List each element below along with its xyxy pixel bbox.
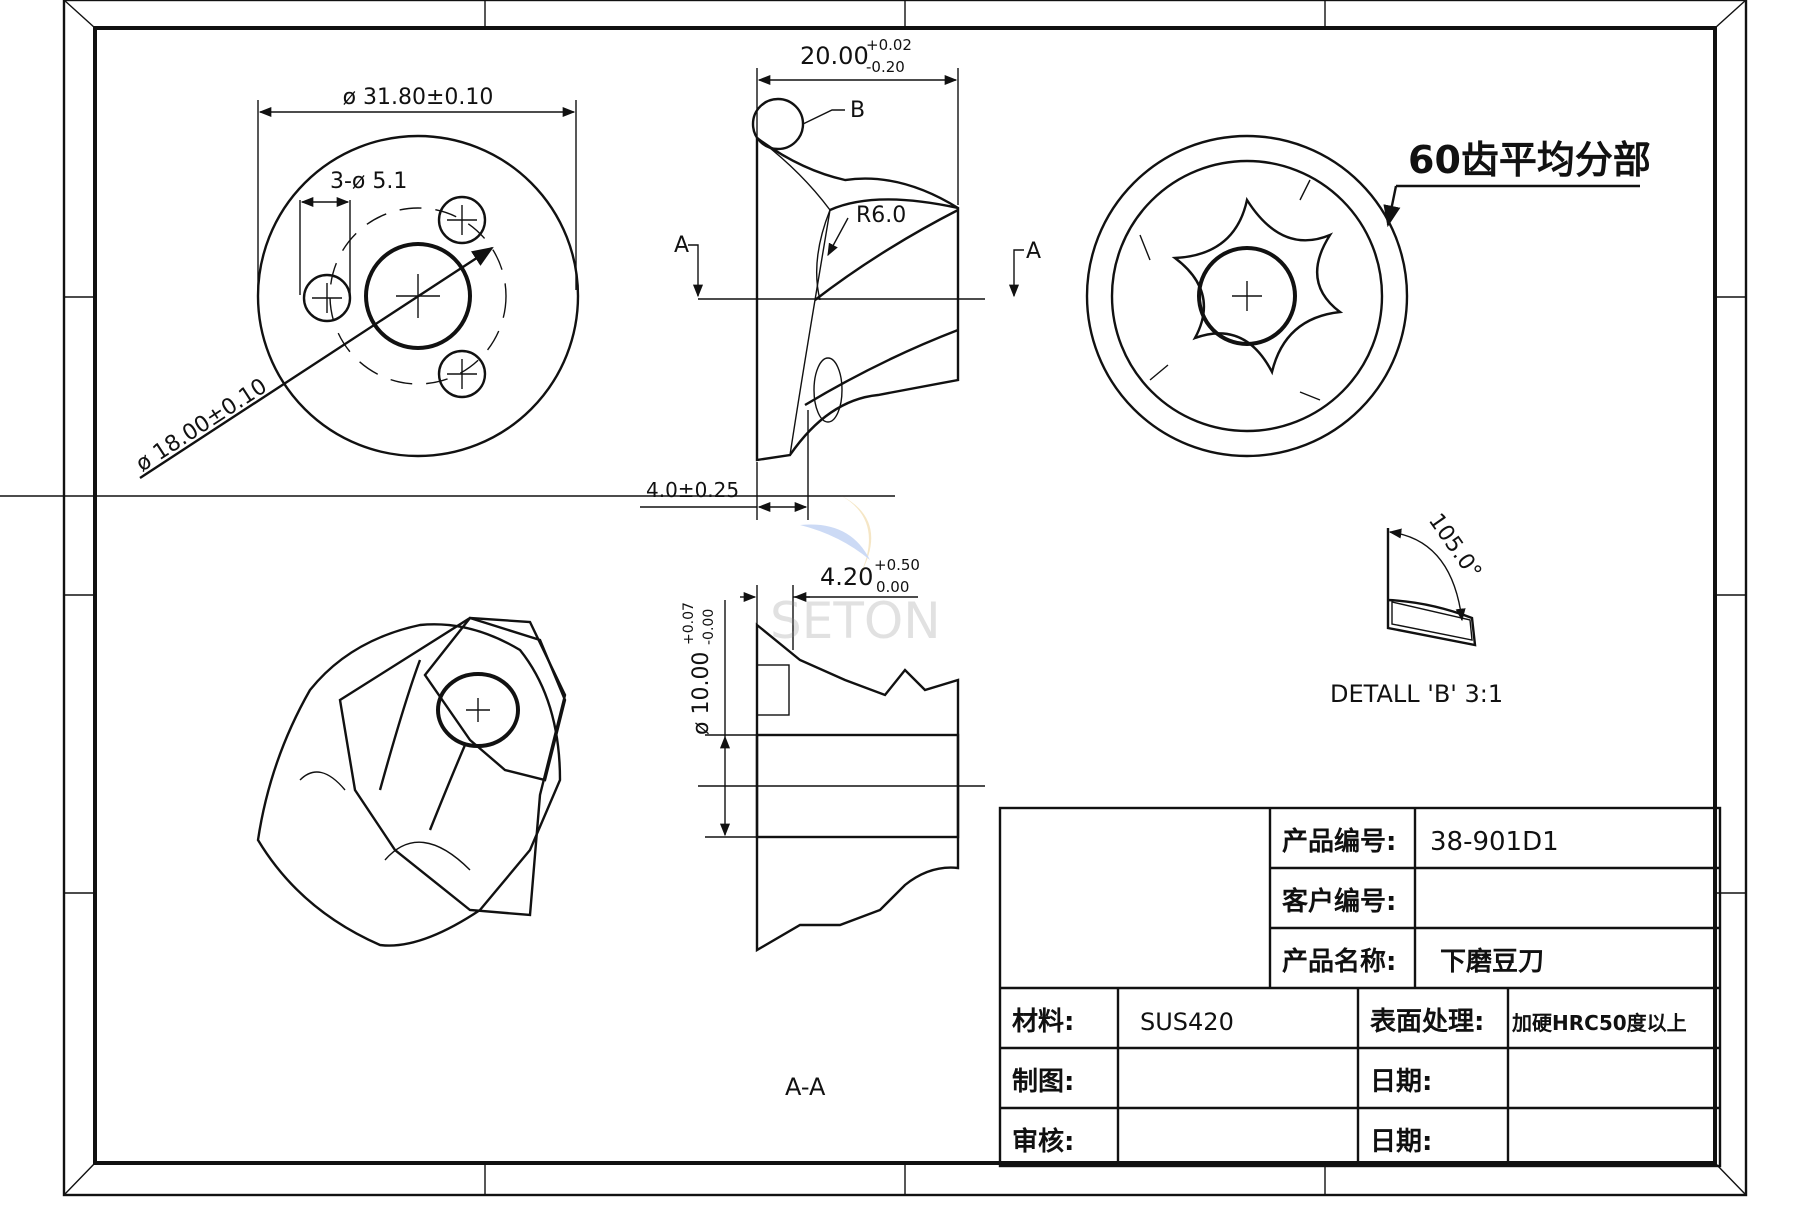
section-width-tolerance-upper: +0.50 bbox=[874, 556, 920, 574]
product-name-label: 产品名称: bbox=[1282, 946, 1396, 977]
detail-angle: 105.0° bbox=[1423, 509, 1486, 584]
date-label-1: 日期: bbox=[1370, 1067, 1432, 1097]
length-tolerance-lower: -0.20 bbox=[866, 58, 905, 76]
product-name-value: 下磨豆刀 bbox=[1440, 947, 1544, 977]
radius-dimension: R6.0 bbox=[856, 203, 906, 228]
customer-no-label: 客户编号: bbox=[1282, 886, 1396, 917]
length-dimension: 20.00 bbox=[800, 42, 869, 70]
detail-b-view: 105.0° DETALL 'B' 3:1 bbox=[1330, 509, 1503, 708]
surface-value: 加硬HRC50度以上 bbox=[1511, 1011, 1687, 1035]
teeth-ring-view: 60齿平均分部 bbox=[1085, 134, 1651, 458]
section-aa-view: 4.20 +0.50 0.00 ø 10.00 +0.07 -0.00 A-A bbox=[681, 556, 985, 1101]
product-no-label: 产品编号: bbox=[1282, 826, 1396, 857]
bore-dimension: ø 10.00 bbox=[689, 652, 714, 735]
thickness-dimension: 4.0±0.25 bbox=[646, 478, 739, 502]
section-width-tolerance-lower: 0.00 bbox=[876, 578, 909, 596]
teeth-note: 60齿平均分部 bbox=[1408, 138, 1651, 182]
front-view: ø 31.80±0.10 3-ø 5.1 ø 18.00±0.10 bbox=[132, 85, 580, 480]
detail-callout-b: B bbox=[850, 98, 865, 123]
length-tolerance-upper: +0.02 bbox=[866, 36, 912, 54]
drawn-label: 制图: bbox=[1012, 1067, 1074, 1097]
bore-tolerance-lower: -0.00 bbox=[701, 609, 717, 645]
outer-diameter-dimension: ø 31.80±0.10 bbox=[343, 85, 494, 110]
surface-label: 表面处理: bbox=[1370, 1007, 1484, 1037]
hole-dimension: 3-ø 5.1 bbox=[330, 169, 407, 194]
section-marker-right: A bbox=[1026, 239, 1041, 264]
pcd-dimension: ø 18.00±0.10 bbox=[132, 374, 272, 477]
material-label: 材料: bbox=[1012, 1007, 1074, 1037]
date-label-2: 日期: bbox=[1370, 1127, 1432, 1157]
section-width-dimension: 4.20 bbox=[820, 563, 873, 591]
watermark-logo: SETON bbox=[770, 495, 941, 650]
isometric-view bbox=[256, 616, 567, 947]
section-marker-left: A bbox=[674, 233, 689, 258]
watermark-text: SETON bbox=[770, 592, 941, 650]
detail-b-label: DETALL 'B' 3:1 bbox=[1330, 680, 1503, 708]
bore-tolerance-upper: +0.07 bbox=[681, 602, 697, 645]
side-view: A A 20.00 +0.02 -0.20 B R6.0 4.0±0.25 bbox=[640, 36, 1041, 520]
title-block: 产品编号: 38-901D1 客户编号: 产品名称: 下磨豆刀 材料: SUS4… bbox=[998, 806, 1722, 1168]
drawing-frame bbox=[0, 0, 1748, 1197]
material-value: SUS420 bbox=[1140, 1008, 1234, 1036]
product-no-value: 38-901D1 bbox=[1430, 827, 1559, 857]
section-label: A-A bbox=[785, 1073, 826, 1101]
checked-label: 审核: bbox=[1012, 1126, 1074, 1157]
